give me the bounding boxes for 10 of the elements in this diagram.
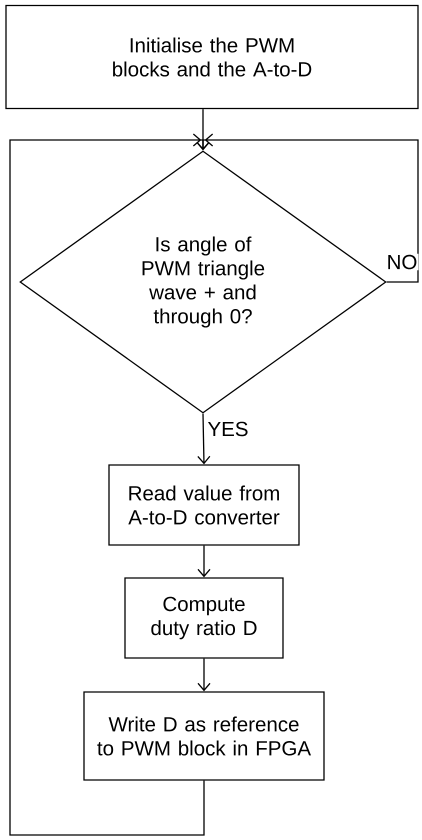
process-box: Write D as reference to PWM block in FPGA — [83, 691, 325, 781]
arrow — [198, 546, 210, 578]
edge-label: NO — [386, 254, 418, 270]
process-box: Read value from A-to-D converter — [108, 464, 300, 546]
arrow — [198, 658, 210, 692]
process-box: Compute duty ratio D — [124, 577, 284, 659]
arrow — [197, 414, 210, 464]
edge-label: YES — [206, 420, 250, 438]
arrow — [9, 134, 210, 836]
process-box: Initialise the PWM blocks and the A-to-D — [5, 4, 419, 110]
